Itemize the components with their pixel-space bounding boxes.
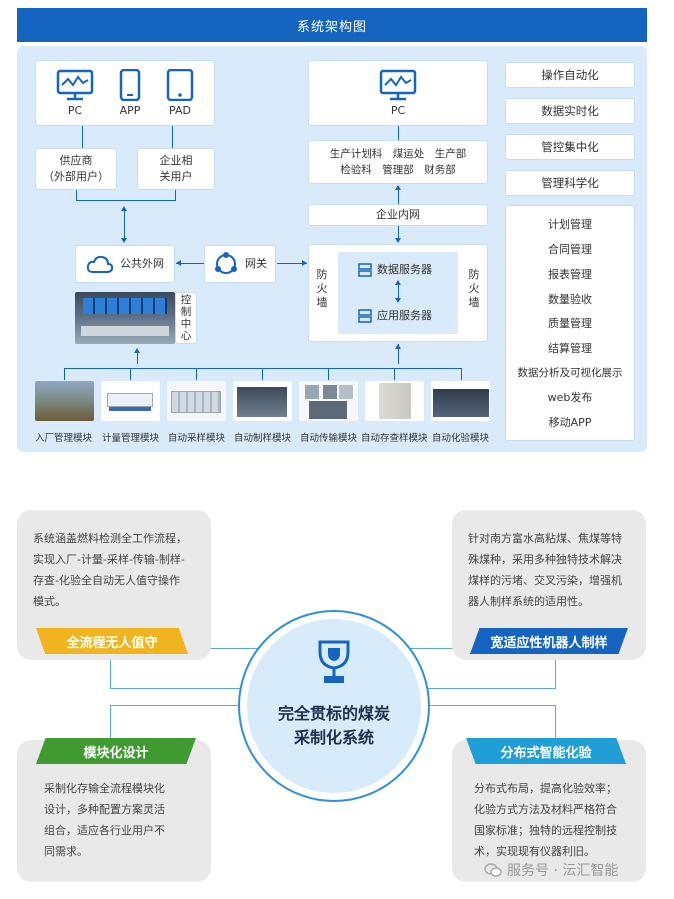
module-image-preparation — [233, 381, 292, 421]
tablet-icon — [166, 69, 194, 101]
management-item: 移动APP — [548, 415, 592, 429]
intranet-pc-label: PC — [390, 104, 406, 117]
watermark: 服务号 · 沄汇智能 — [484, 860, 618, 880]
management-item: 结算管理 — [548, 342, 592, 356]
gateway-icon — [215, 252, 237, 274]
module-image-storage — [365, 381, 424, 421]
firewall-left: 防 火 墙 — [316, 268, 328, 309]
management-item: 数量验收 — [548, 292, 592, 306]
gateway-label: 网关 — [245, 257, 267, 270]
module-label-sampling: 自动采样模块 — [168, 433, 226, 444]
public-network-label: 公共外网 — [120, 257, 164, 270]
monitor-icon — [56, 69, 94, 101]
monitor-icon — [379, 69, 417, 101]
module-label-preparation: 自动制样模块 — [234, 433, 292, 444]
center-title: 完全贯标的煤炭 采制化系统 — [277, 704, 390, 747]
module-image-transport — [299, 381, 358, 421]
watermark-text: 服务号 · 沄汇智能 — [507, 863, 619, 879]
data-server-label: 数据服务器 — [377, 263, 432, 276]
card-text: 系统涵盖燃料检测全工作流程， 实现入厂-计量-采样-传输-制样- 存查-化验全自… — [33, 532, 187, 608]
control-center-image — [75, 292, 175, 344]
app-device: APP — [118, 69, 142, 117]
pad-device: PAD — [166, 69, 194, 117]
intranet-pc-box: PC — [308, 60, 488, 126]
data-server: 数据服务器 — [358, 262, 432, 278]
departments-box: 生产计划科 煤运处 生产部 检验科 管理部 财务部 — [308, 140, 488, 184]
tag-robot: 宽适应性机器人制样 — [470, 628, 628, 654]
card-text: 针对南方富水高粘煤、焦煤等特 殊煤种，采用多种独特技术解决 煤样的污堵、交叉污染… — [468, 532, 622, 608]
tag-unattended: 全流程无人值守 — [36, 628, 188, 654]
feature-tag: 操作自动化 — [505, 62, 635, 88]
gateway-box: 网关 — [204, 245, 276, 283]
tag-modular: 模块化设计 — [36, 738, 196, 764]
management-list: 计划管理 合同管理 报表管理 数量验收 质量管理 结算管理 数据分析及可视化展示… — [505, 205, 635, 441]
control-center-label: 控 制 中 心 — [175, 292, 197, 344]
management-item: 计划管理 — [548, 218, 592, 232]
app-server-label: 应用服务器 — [377, 309, 432, 322]
cloud-icon — [86, 255, 114, 273]
module-label-metering: 计量管理模块 — [102, 433, 160, 444]
intranet-box: 企业内网 — [308, 204, 488, 226]
enterprise-users-box: 企业相 关用户 — [137, 148, 215, 190]
card-text: 分布式布局，提高化验效率； 化验方式方法及材料严格符合 国家标准；独特的远程控制… — [474, 782, 617, 858]
card-text: 采制化存输全流程模块化 设计，多种配置方案灵活 组合，适应各行业用户不 同需求。 — [44, 782, 165, 858]
module-label-storage: 自动存查样模块 — [361, 433, 428, 444]
feature-tag: 数据实时化 — [505, 98, 635, 124]
supplier-box: 供应商 （外部用户） — [35, 148, 117, 190]
app-label: APP — [119, 104, 141, 117]
management-item: 报表管理 — [548, 267, 592, 281]
client-devices-box: PC APP PAD — [35, 60, 215, 126]
feature-tag: 管理科学化 — [505, 170, 635, 196]
firewall-right: 防 火 墙 — [468, 268, 480, 309]
module-image-metering — [101, 381, 160, 421]
wechat-icon — [484, 863, 502, 877]
management-item: 合同管理 — [548, 243, 592, 257]
management-item: 质量管理 — [548, 317, 592, 331]
module-image-entry — [35, 381, 94, 421]
module-image-analysis — [431, 381, 490, 421]
diagram-title: 系统架构图 — [17, 8, 647, 42]
management-item: web发布 — [547, 390, 593, 404]
module-label-transport: 自动传输模块 — [300, 433, 358, 444]
module-image-sampling — [167, 381, 226, 421]
server-icon — [358, 263, 372, 277]
phone-icon — [119, 69, 141, 101]
tag-distributed: 分布式智能化验 — [466, 738, 626, 764]
public-network-box: 公共外网 — [75, 245, 175, 283]
feature-tag: 管控集中化 — [505, 134, 635, 160]
intranet-pc-device: PC — [379, 69, 417, 117]
pc-label: PC — [67, 104, 83, 117]
pad-label: PAD — [169, 104, 191, 117]
app-server: 应用服务器 — [358, 308, 432, 324]
server-icon — [358, 309, 372, 323]
trophy-icon — [318, 640, 350, 683]
module-label-entry: 入厂管理模块 — [35, 433, 93, 444]
pc-device: PC — [56, 69, 94, 117]
module-label-analysis: 自动化验模块 — [432, 433, 490, 444]
management-item: 数据分析及可视化展示 — [517, 366, 623, 379]
